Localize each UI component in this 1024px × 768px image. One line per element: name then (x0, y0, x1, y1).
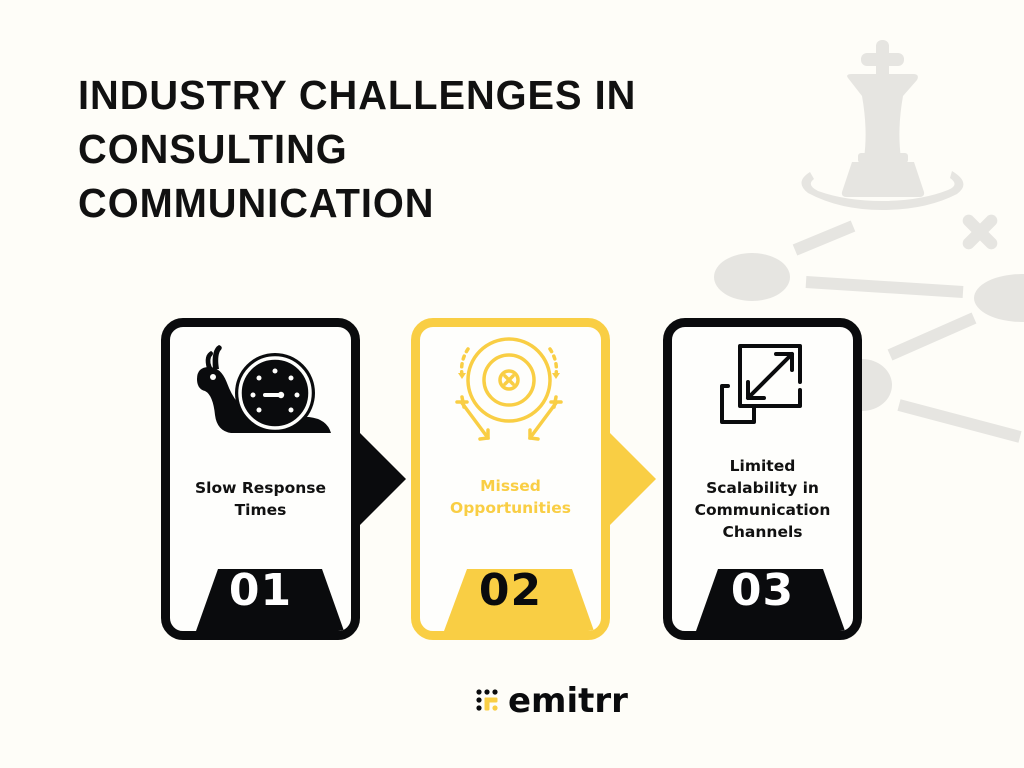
number-plate (196, 569, 344, 631)
number-plate (696, 569, 845, 631)
card-number: 02 (478, 565, 543, 616)
card-number: 03 (730, 565, 795, 616)
page-title: INDUSTRY CHALLENGES IN CONSULTING COMMUN… (78, 68, 636, 230)
card-label: Slow Response Times (178, 477, 343, 521)
snail-speedometer-icon (170, 343, 351, 435)
label-line: Missed (480, 477, 541, 495)
emitrr-dots-logo-icon (476, 689, 498, 711)
flow-arrow-2 (610, 433, 656, 525)
label-line: Communication (694, 501, 831, 519)
label-line: Times (234, 501, 287, 519)
challenge-card-2: Missed Opportunities 02 (411, 318, 610, 640)
scale-resize-icon (672, 344, 853, 426)
logo-wordmark: emitrr (508, 681, 628, 721)
title-line-1: INDUSTRY CHALLENGES IN (78, 72, 637, 118)
title-line-2: CONSULTING (78, 126, 348, 172)
challenge-card-1: Slow Response Times 01 (161, 318, 360, 640)
number-plate (444, 569, 594, 631)
label-line: Channels (722, 523, 803, 541)
card-label: Missed Opportunities (428, 475, 593, 519)
card-label: Limited Scalability in Communication Cha… (680, 455, 845, 543)
flow-arrow-1 (360, 433, 406, 525)
emitrr-logo: emitrr (476, 684, 628, 718)
title-line-3: COMMUNICATION (78, 180, 435, 226)
challenge-card-3: Limited Scalability in Communication Cha… (663, 318, 862, 640)
label-line: Scalability in (706, 479, 819, 497)
label-line: Limited (729, 457, 796, 475)
card-number: 01 (228, 565, 293, 616)
label-line: Opportunities (450, 499, 571, 517)
label-line: Slow Response (194, 479, 327, 497)
target-missed-arrows-icon (420, 335, 601, 450)
